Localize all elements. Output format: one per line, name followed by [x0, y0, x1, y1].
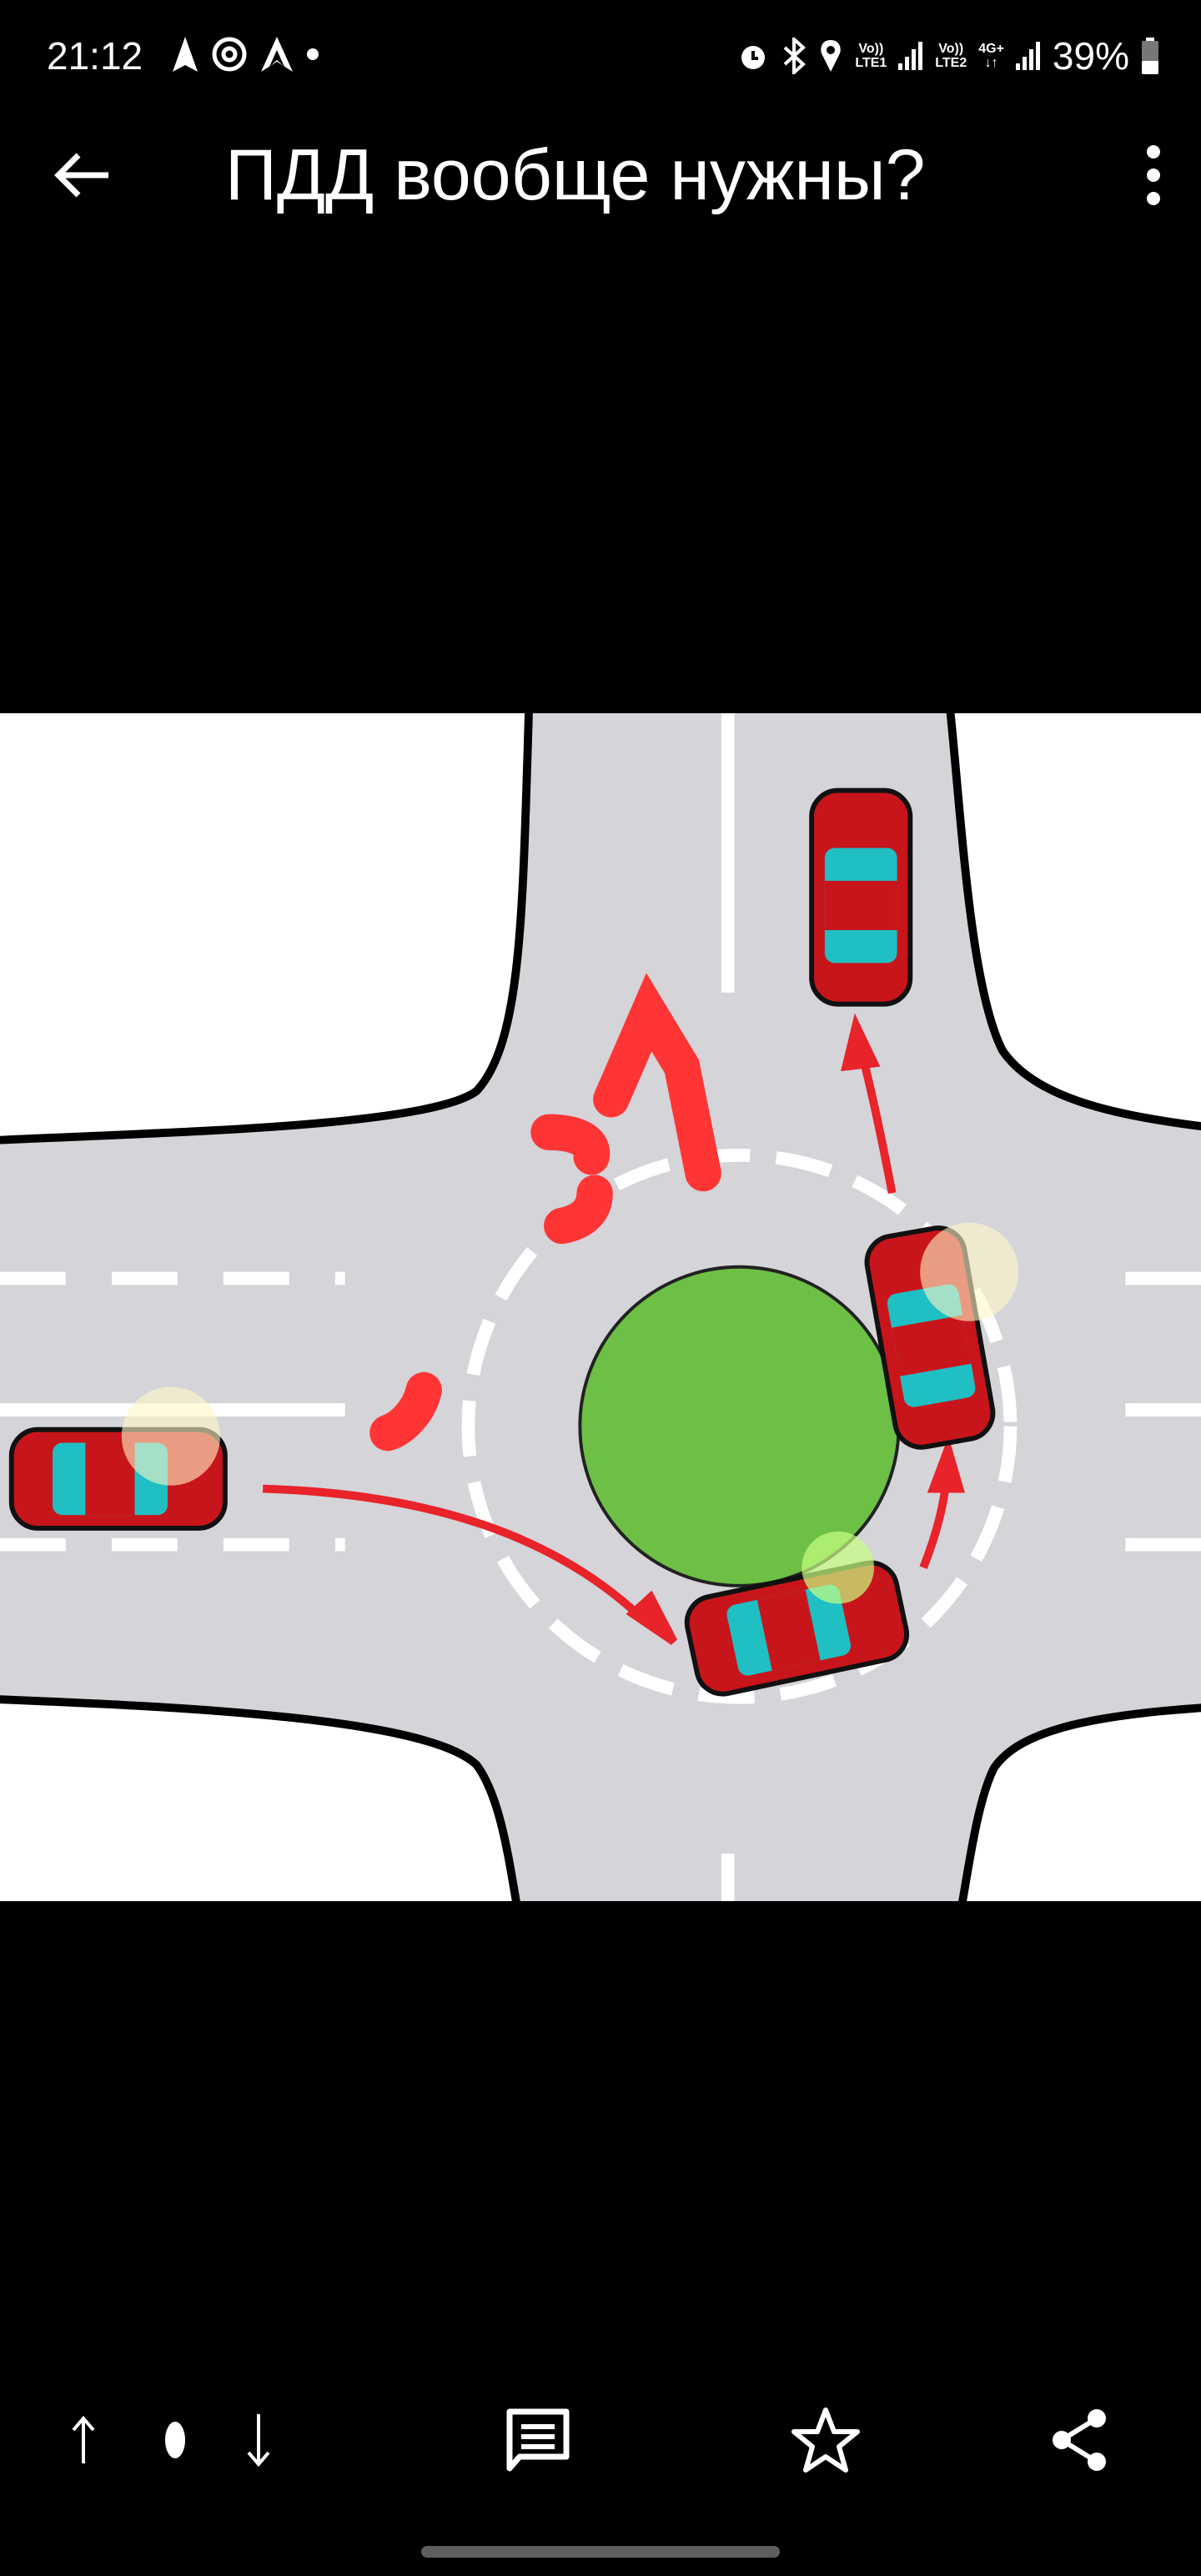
upvote-icon [72, 2415, 95, 2463]
route-arrows [263, 1013, 965, 1645]
comments-button[interactable] [500, 2402, 575, 2478]
more-vert-icon[interactable] [1141, 143, 1166, 207]
downvote-button[interactable] [242, 2402, 275, 2478]
roundabout-ring [461, 1148, 1018, 1704]
upvote-button[interactable] [67, 2402, 100, 2478]
volte-1: Vo)) [858, 42, 884, 56]
battery-percent: 39% [1052, 34, 1129, 78]
volte-2: Vo)) [938, 42, 964, 56]
headlight-glows [121, 1222, 1019, 1604]
dot-icon [307, 48, 319, 60]
roundabout-image[interactable] [0, 713, 1201, 1901]
red-scribbles [369, 973, 721, 1452]
alarm-icon [741, 46, 766, 69]
status-time: 21:12 [47, 34, 143, 78]
battery-icon [1142, 38, 1158, 74]
vote-indicator [154, 2402, 196, 2478]
share-icon [1053, 2409, 1106, 2471]
status-bar: 21:12 Vo))LTE1 Vo))LTE2 4G+↓↑ 39% [0, 28, 1201, 83]
favorite-button[interactable] [788, 2402, 863, 2478]
back-arrow-icon[interactable] [50, 148, 117, 202]
at-icon [212, 37, 247, 72]
car-top [809, 787, 913, 1007]
vote-dot-icon [165, 2422, 185, 2458]
downvote-icon [247, 2414, 270, 2468]
navigation-icon [173, 37, 198, 72]
signal-icon [898, 42, 923, 70]
location-icon [821, 40, 842, 72]
signal-icon [1015, 42, 1040, 70]
sim1-label: LTE1 [855, 56, 887, 70]
bottom-action-bar [0, 2402, 1201, 2478]
road-edges [0, 713, 1201, 1901]
arrow-app-icon [261, 37, 293, 72]
sim2-label: LTE2 [935, 56, 967, 70]
star-icon [791, 2407, 860, 2473]
bluetooth-icon [784, 38, 807, 74]
home-indicator[interactable] [421, 2546, 780, 2558]
comment-icon [506, 2408, 570, 2472]
app-bar: ПДД вообще нужны? [0, 125, 1201, 225]
network-type: 4G+ [978, 42, 1004, 56]
share-button[interactable] [1043, 2402, 1118, 2478]
page-title: ПДД вообще нужны? [225, 135, 926, 215]
